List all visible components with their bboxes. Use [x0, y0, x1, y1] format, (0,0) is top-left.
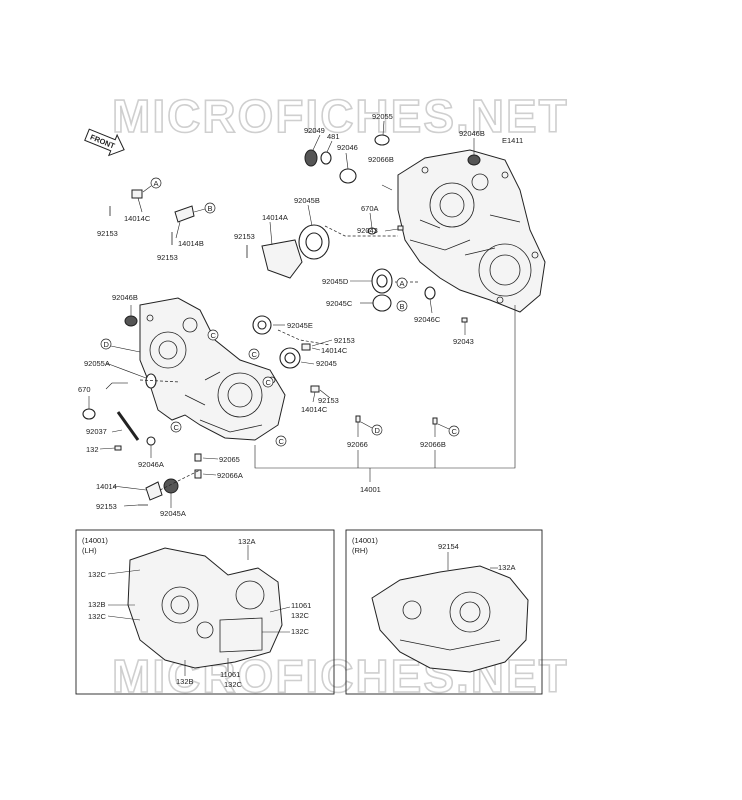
svg-text:92046: 92046 [337, 143, 358, 152]
svg-text:92045B: 92045B [294, 196, 320, 205]
svg-text:92153: 92153 [334, 336, 355, 345]
svg-text:92065: 92065 [219, 455, 240, 464]
callout-b-top: B [193, 202, 216, 214]
watermark-top: MICROFICHES.NET [112, 90, 569, 142]
svg-text:92045D: 92045D [322, 277, 349, 286]
callout-c-lower: C [437, 423, 460, 437]
svg-text:92037: 92037 [86, 427, 107, 436]
svg-text:132C: 132C [291, 627, 310, 636]
svg-text:132C: 132C [224, 680, 243, 689]
svg-text:92045: 92045 [316, 359, 337, 368]
svg-text:14014B: 14014B [178, 239, 204, 248]
svg-text:C: C [211, 331, 217, 340]
svg-text:92153: 92153 [234, 232, 255, 241]
callout-a-right: A [396, 277, 408, 289]
svg-text:92153: 92153 [318, 396, 339, 405]
svg-text:B: B [400, 302, 405, 311]
svg-text:C: C [279, 437, 285, 446]
svg-text:92046B: 92046B [112, 293, 138, 302]
svg-text:92043: 92043 [453, 337, 474, 346]
svg-text:A: A [400, 279, 405, 288]
callout-c-1: C [207, 329, 219, 341]
svg-text:132: 132 [86, 445, 99, 454]
lh-header-ref: (14001) [82, 536, 108, 545]
svg-text:670: 670 [78, 385, 91, 394]
svg-text:132C: 132C [291, 611, 310, 620]
svg-text:92045C: 92045C [326, 299, 353, 308]
svg-text:132A: 132A [238, 537, 256, 546]
svg-text:92046A: 92046A [138, 460, 164, 469]
svg-text:C: C [252, 350, 258, 359]
left-crankcase-lower [139, 297, 286, 441]
svg-text:92153: 92153 [157, 253, 178, 262]
leader-lines [88, 120, 516, 508]
svg-text:92153: 92153 [97, 229, 118, 238]
svg-text:92154: 92154 [438, 542, 459, 551]
svg-text:14001: 14001 [360, 485, 381, 494]
lh-header-side: (LH) [82, 546, 97, 555]
svg-text:92046B: 92046B [459, 129, 485, 138]
svg-text:132B: 132B [176, 677, 194, 686]
svg-text:C: C [266, 378, 272, 387]
svg-text:92066B: 92066B [420, 440, 446, 449]
svg-text:14014: 14014 [96, 482, 117, 491]
svg-text:92045E: 92045E [287, 321, 313, 330]
callout-c-5: C [275, 435, 287, 447]
svg-text:14014C: 14014C [124, 214, 151, 223]
svg-text:670A: 670A [361, 204, 379, 213]
right-crankcase-upper [397, 149, 546, 313]
callout-c-4: C [170, 421, 182, 433]
svg-text:92066B: 92066B [368, 155, 394, 164]
svg-text:92043: 92043 [357, 226, 378, 235]
callout-c-3: C [262, 376, 274, 388]
svg-text:481: 481 [327, 132, 340, 141]
svg-text:14014C: 14014C [321, 346, 348, 355]
part-labels: 92049 481 92046 92055 92066B 92046B 1401… [78, 112, 485, 518]
callout-d-left: D [100, 338, 141, 353]
svg-text:132C: 132C [88, 570, 107, 579]
svg-text:92045A: 92045A [160, 509, 186, 518]
svg-text:92066A: 92066A [217, 471, 243, 480]
svg-text:14014C: 14014C [301, 405, 328, 414]
callout-a-top: A [142, 177, 162, 193]
svg-text:92055: 92055 [372, 112, 393, 121]
callout-b-right: B [396, 300, 408, 312]
svg-text:A: A [154, 179, 159, 188]
svg-text:92055A: 92055A [84, 359, 110, 368]
svg-text:11061: 11061 [220, 670, 240, 679]
diagram-code: E1411 [502, 136, 523, 145]
svg-text:C: C [174, 423, 180, 432]
rh-header-ref: (14001) [352, 536, 378, 545]
svg-text:132C: 132C [88, 612, 107, 621]
svg-text:92046C: 92046C [414, 315, 441, 324]
svg-text:D: D [375, 426, 381, 435]
svg-text:92066: 92066 [347, 440, 368, 449]
rh-detail-box: (14001) (RH) 92154 132A [345, 529, 543, 695]
rh-header-side: (RH) [352, 546, 368, 555]
svg-text:D: D [104, 340, 110, 349]
svg-text:C: C [452, 427, 458, 436]
svg-text:132B: 132B [88, 600, 106, 609]
svg-text:11061: 11061 [291, 601, 311, 610]
lh-detail-box: (14001) (LH) 132A 132C 132B 132C 11061 1… [75, 529, 335, 695]
svg-text:92049: 92049 [304, 126, 325, 135]
svg-text:B: B [208, 204, 213, 213]
callout-d-lower: D [360, 421, 383, 436]
svg-text:92153: 92153 [96, 502, 117, 511]
callout-c-2: C [248, 348, 260, 360]
svg-text:132A: 132A [498, 563, 516, 572]
svg-text:14014A: 14014A [262, 213, 288, 222]
